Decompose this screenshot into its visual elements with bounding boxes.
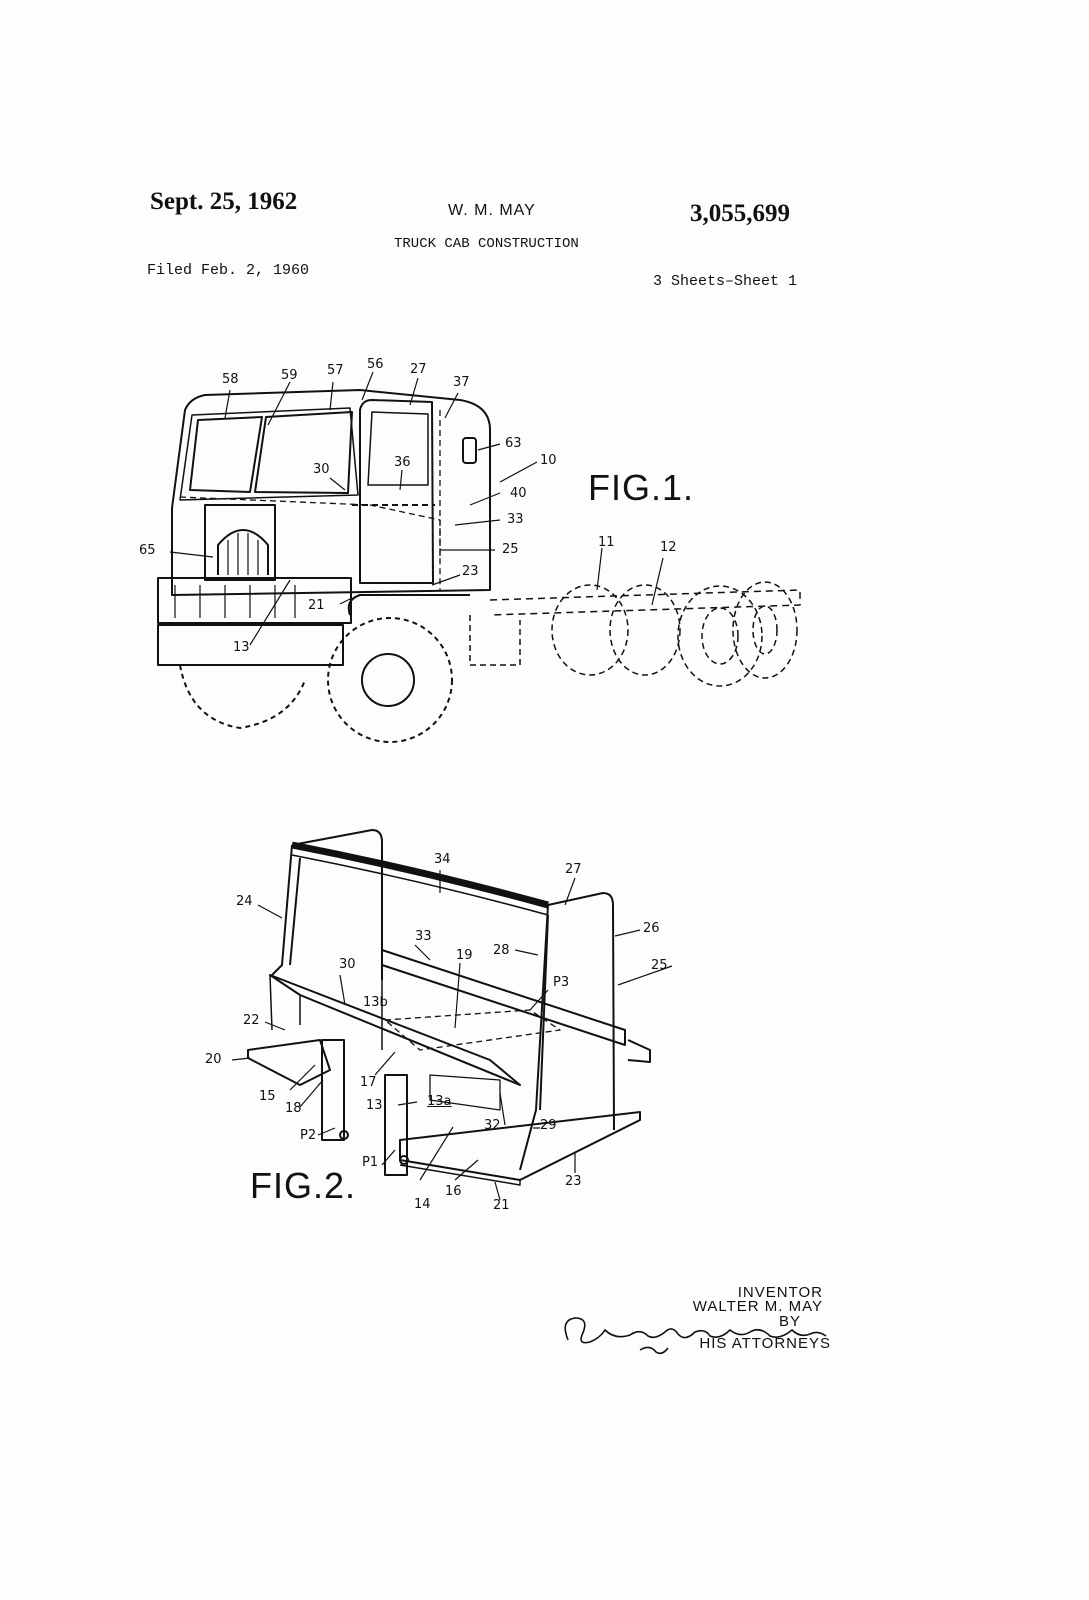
ref-29: 29 <box>540 1118 557 1133</box>
ref-23: 23 <box>565 1174 582 1189</box>
ref-11: 11 <box>598 535 615 550</box>
ref-28: 28 <box>493 943 510 958</box>
sheet-count: 3 Sheets–Sheet 1 <box>653 273 798 290</box>
figure-1-label: FIG.1. <box>588 467 695 508</box>
ref-17: 17 <box>360 1075 377 1090</box>
filed-date: Filed Feb. 2, 1960 <box>147 262 310 279</box>
by-label: BY <box>778 1313 801 1330</box>
ref-56: 56 <box>367 357 384 372</box>
ref-10: 10 <box>540 453 557 468</box>
ref-40: 40 <box>510 486 527 501</box>
ref-20: 20 <box>205 1052 222 1067</box>
figure-2-label: FIG.2. <box>250 1165 357 1206</box>
ref-p2: P2 <box>300 1128 317 1143</box>
ref-14: 14 <box>414 1197 431 1212</box>
ref-33: 33 <box>415 929 432 944</box>
ref-15: 15 <box>259 1089 276 1104</box>
ref-13: 13 <box>233 640 250 655</box>
ref-22: 22 <box>243 1013 260 1028</box>
ref-30: 30 <box>313 462 330 477</box>
ref-13b: 13b <box>363 995 388 1010</box>
patent-title: TRUCK CAB CONSTRUCTION <box>394 236 579 252</box>
ref-12: 12 <box>660 540 677 555</box>
ref-p3: P3 <box>553 975 570 990</box>
ref-37: 37 <box>453 375 470 390</box>
inventor-label: INVENTOR <box>737 1284 823 1301</box>
ref-21: 21 <box>308 598 325 613</box>
ref-34: 34 <box>434 852 451 867</box>
ref-32: 32 <box>484 1118 501 1133</box>
ref-27: 27 <box>565 862 582 877</box>
ref-27: 27 <box>410 362 427 377</box>
inventor-name: WALTER M. MAY <box>692 1298 823 1315</box>
ref-63: 63 <box>505 436 522 451</box>
ref-24: 24 <box>236 894 253 909</box>
ref-25: 25 <box>651 958 668 973</box>
patent-date: Sept. 25, 1962 <box>150 188 298 215</box>
attorney-signature <box>564 1317 827 1355</box>
ref-21: 21 <box>493 1198 510 1213</box>
ref-13: 13 <box>366 1098 383 1113</box>
ref-13a: 13a <box>427 1094 452 1109</box>
patent-number: 3,055,699 <box>690 200 790 227</box>
ref-25: 25 <box>502 542 519 557</box>
ref-p1: P1 <box>362 1155 379 1170</box>
ref-19: 19 <box>456 948 473 963</box>
ref-26: 26 <box>643 921 660 936</box>
ref-58: 58 <box>222 372 239 387</box>
ref-57: 57 <box>327 363 344 378</box>
inventor-header: W. M. MAY <box>448 202 536 219</box>
ref-30: 30 <box>339 957 356 972</box>
ref-16: 16 <box>445 1184 462 1199</box>
ref-59: 59 <box>281 368 298 383</box>
ref-65: 65 <box>139 543 156 558</box>
attorneys-label: HIS ATTORNEYS <box>699 1335 831 1352</box>
ref-36: 36 <box>394 455 411 470</box>
ref-23: 23 <box>462 564 479 579</box>
ref-33: 33 <box>507 512 524 527</box>
ref-18: 18 <box>285 1101 302 1116</box>
